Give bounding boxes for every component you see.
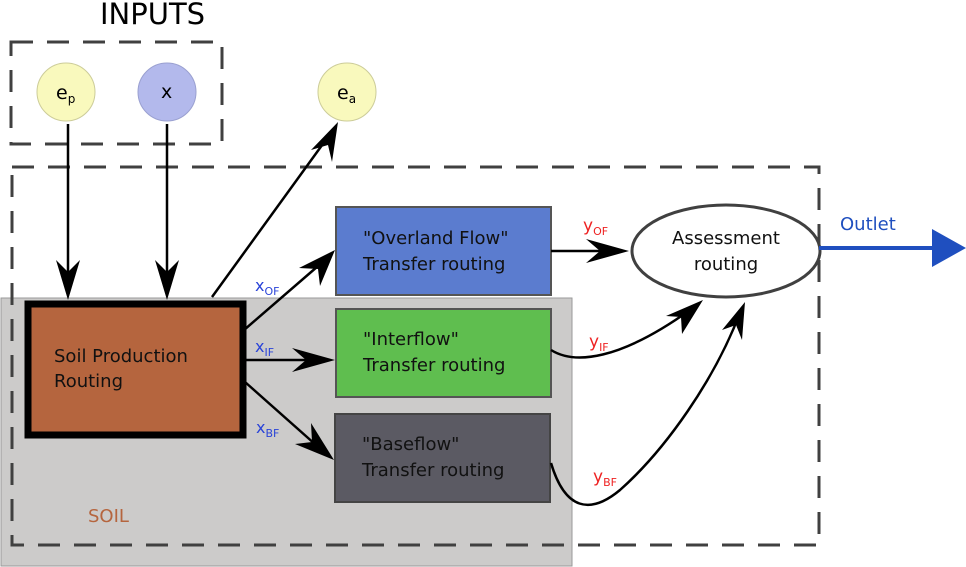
soil-production-box: Soil Production Routing [24,300,247,439]
ea-label: ea [337,82,356,106]
arrow-x-to-soil [155,124,179,300]
baseflow-line1: "Baseflow" [362,434,459,455]
arrow-ep-to-soil [56,124,80,300]
baseflow-line2: Transfer routing [361,460,504,481]
arrow-baseflow-to-assessment [549,302,745,507]
catchment-boundary [10,165,821,547]
baseflow-box: "Baseflow" Transfer routing [334,413,551,503]
assessment-routing-node: Assessment routing [630,203,822,299]
assessment-line2: routing [694,254,758,275]
outlet-label: Outlet [840,214,896,235]
soil-production-line1: Soil Production [54,346,188,367]
inputs-title: INPUTS [100,0,205,31]
node-x: x [137,62,197,122]
x-of-label: xOF [255,276,279,298]
y-if-label: yIF [589,332,609,354]
x-if-label: xIF [255,337,274,359]
soil-label: SOIL [88,506,129,527]
ea-circle [317,62,377,122]
arrow-soil-to-ea [210,122,338,298]
x-label: x [161,81,172,103]
y-of-label: yOF [583,216,608,238]
x-bf-label: xBF [256,418,279,440]
arrow-to-interflow [245,348,335,372]
interflow-line1: "Interflow" [363,329,459,350]
x-circle [137,62,197,122]
soil-production-rect [24,300,247,439]
y-bf-label: yBF [593,467,617,489]
overland-flow-box: "Overland Flow" Transfer routing [335,206,552,296]
interflow-line2: Transfer routing [362,355,505,376]
node-ea: ea [317,62,377,122]
arrow-to-overland [243,250,335,331]
overland-line2: Transfer routing [362,254,505,275]
soil-production-line2: Routing [54,371,123,392]
interflow-box: "Interflow" Transfer routing [335,308,552,398]
overland-line1: "Overland Flow" [363,228,509,249]
arrow-to-baseflow [244,381,334,460]
arrow-interflow-to-assessment [550,300,703,359]
outlet-arrow [819,229,966,267]
arrow-overland-to-assessment [551,239,629,263]
ep-label: ep [56,82,75,106]
inputs-boundary [9,40,224,146]
ep-circle [36,62,96,122]
node-ep: ep [36,62,96,122]
assessment-line1: Assessment [672,228,780,249]
